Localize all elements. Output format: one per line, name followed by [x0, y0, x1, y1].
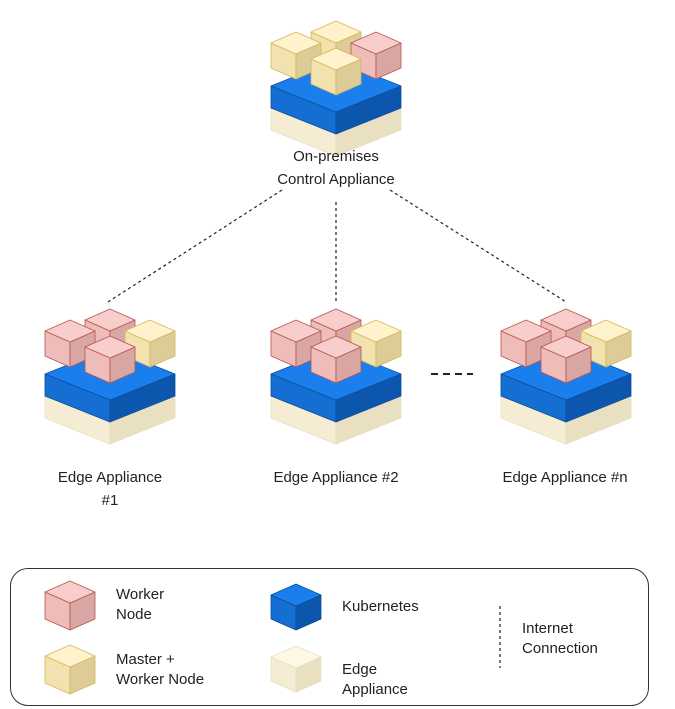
control-appliance-cluster-node-3-worker-top-face: [350, 31, 402, 55]
edge-appliance-2-cluster-node-1-worker-top-face: [310, 308, 362, 332]
edge-appliance-1-cluster-node-3-master-top-face: [124, 319, 176, 343]
legend-worker-node-icon-top-face: [44, 580, 96, 604]
connection-line-edge-1: [107, 189, 283, 303]
legend-master-line1: Master +: [116, 651, 175, 668]
edge-appliance-n-cluster-node-4-worker-top-face: [540, 335, 592, 359]
legend-worker-label: Worker Node: [116, 585, 164, 625]
edge-appliance-n-label-line1: Edge Appliance #n: [502, 469, 628, 486]
edge-appliance-1-label-line2: #1: [101, 492, 119, 509]
legend-internet-line1: Internet: [522, 620, 573, 637]
edge-appliance-1-cluster: [44, 308, 176, 445]
edge-appliance-2-cluster-node-2-worker-top-face: [270, 319, 322, 343]
edge-appliance-n-cluster-node-2-worker-top-face: [500, 319, 552, 343]
edge-appliance-2-label: Edge Appliance #2: [236, 466, 436, 489]
legend-internet-line2: Connection: [522, 640, 598, 657]
edge-appliance-2-cluster-node-4-worker-top-face: [310, 335, 362, 359]
edge-appliance-1-cluster-node-1-worker-top-face: [84, 308, 136, 332]
edge-appliance-n-cluster-node-2-worker: [500, 319, 552, 368]
edge-appliance-1-label: Edge Appliance #1: [20, 466, 200, 512]
legend-worker-node-icon: [44, 580, 96, 631]
edge-appliance-n-cluster-node-4-worker: [540, 335, 592, 384]
legend-internet-label: Internet Connection: [522, 619, 598, 659]
edge-appliance-2-cluster-node-2-worker: [270, 319, 322, 368]
edge-appliance-2-cluster-node-4-worker: [310, 335, 362, 384]
legend-master-line2: Worker Node: [116, 671, 205, 688]
legend-kubernetes-label: Kubernetes: [342, 597, 419, 617]
edge-appliance-2-label-line1: Edge Appliance #2: [273, 469, 399, 486]
control-appliance-cluster-node-1-master-top-face: [310, 20, 362, 44]
edge-appliance-2-cluster: [270, 308, 402, 445]
control-appliance-cluster-node-4-master-top-face: [310, 47, 362, 71]
edge-appliance-1-cluster-node-2-worker-top-face: [44, 319, 96, 343]
legend-master-label: Master + Worker Node: [116, 650, 204, 690]
legend-box: [10, 568, 649, 706]
control-appliance-cluster-node-3-worker: [350, 31, 402, 80]
legend-kubernetes-icon: [270, 583, 322, 631]
edge-appliance-n-label: Edge Appliance #n: [465, 466, 665, 489]
control-appliance-label-line1: On-premises: [293, 148, 379, 165]
legend-edge-appliance-icon-top-face: [270, 645, 322, 669]
edge-appliance-1-cluster-node-4-worker-top-face: [84, 335, 136, 359]
edge-appliance-1-cluster-node-4-worker: [84, 335, 136, 384]
legend-worker-line2: Node: [116, 606, 152, 623]
legend-kubernetes-line1: Kubernetes: [342, 598, 419, 615]
legend-edge-appliance-icon: [270, 645, 322, 693]
legend-edge-line1: Edge: [342, 661, 378, 678]
control-appliance-cluster-node-2-master-top-face: [270, 31, 322, 55]
edge-appliance-n-cluster-node-3-master-top-face: [580, 319, 632, 343]
control-appliance-label: On-premises Control Appliance: [236, 145, 436, 191]
legend-kubernetes-icon-top-face: [270, 583, 322, 607]
internet-connections: [107, 189, 567, 668]
legend-worker-line1: Worker: [116, 586, 165, 603]
control-appliance-label-line2: Control Appliance: [277, 171, 395, 188]
legend-edge-line2: Appliance: [342, 681, 408, 698]
edge-appliance-n-cluster: [500, 308, 632, 445]
edge-appliance-2-cluster-node-3-master-top-face: [350, 319, 402, 343]
edge-appliance-n-cluster-node-1-worker-top-face: [540, 308, 592, 332]
control-appliance-cluster-node-4-master: [310, 47, 362, 96]
connection-line-edge-n: [389, 189, 567, 303]
edge-appliance-1-label-line1: Edge Appliance: [57, 469, 163, 486]
control-appliance-cluster: [270, 20, 402, 157]
legend-master-worker-node-icon-top-face: [44, 644, 96, 668]
legend-edge-label: Edge Appliance: [342, 660, 408, 700]
legend-master-worker-node-icon: [44, 644, 96, 695]
